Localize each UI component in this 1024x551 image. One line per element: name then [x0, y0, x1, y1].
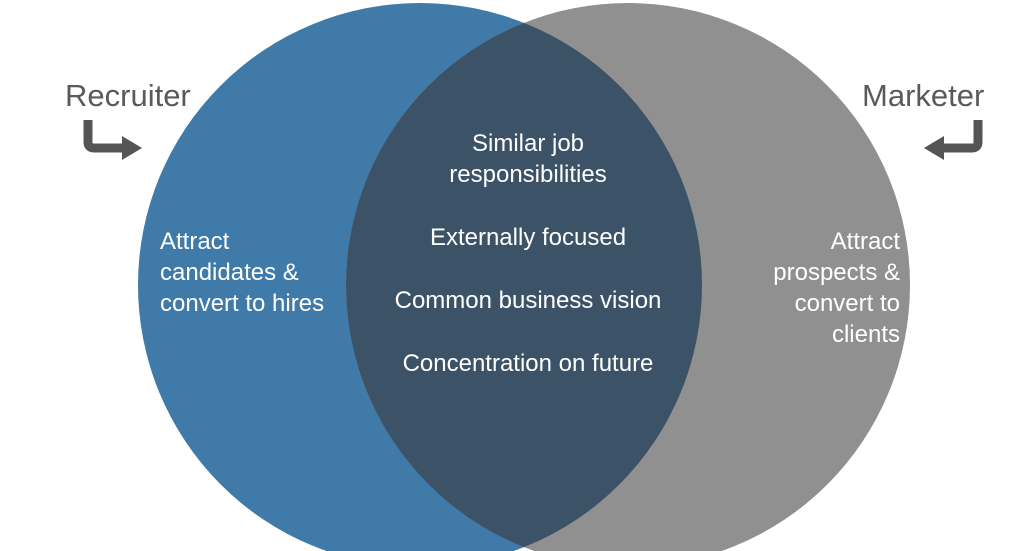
- recruiter-description: Attract candidates & convert to hires: [160, 228, 325, 317]
- curved-arrow-left-icon: [924, 120, 983, 160]
- marketer-description: Attract prospects & convert to clients: [773, 228, 900, 348]
- overlap-item-business-vision: Common business vision: [394, 287, 662, 314]
- overlap-region: [346, 3, 702, 551]
- overlap-item-concentration-future: Concentration on future: [402, 350, 654, 377]
- curved-arrow-right-icon: [83, 120, 142, 160]
- overlap-item-externally-focused: Externally focused: [429, 224, 627, 251]
- overlap-item-similar-responsibilities: Similar job responsibilities: [449, 130, 607, 188]
- recruiter-title: Recruiter: [65, 78, 191, 113]
- marketer-title: Marketer: [862, 78, 985, 113]
